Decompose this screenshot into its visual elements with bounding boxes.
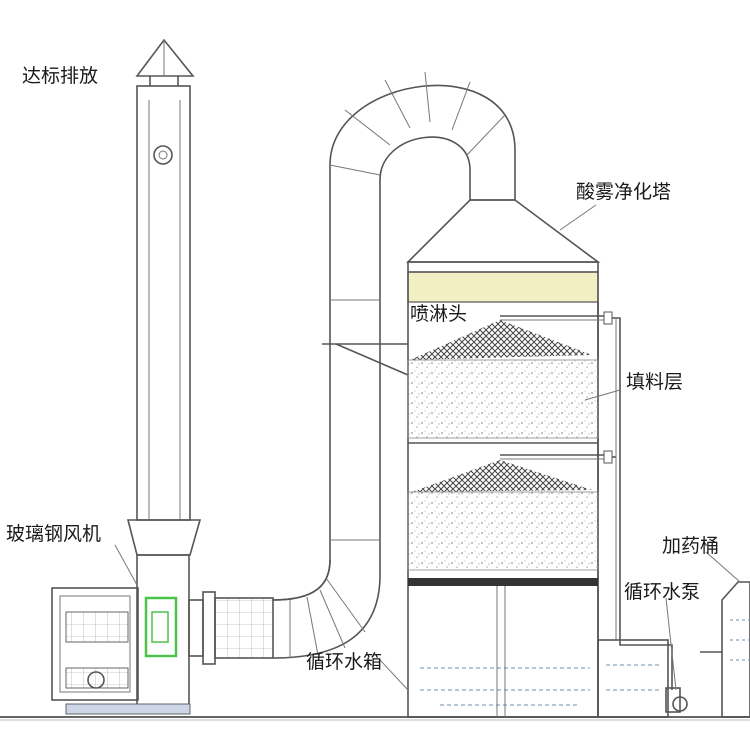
chimney-port-icon — [153, 145, 173, 165]
label-dosing: 加药桶 — [662, 535, 719, 557]
frp-fan — [51, 587, 191, 715]
label-tower: 酸雾净化塔 — [576, 181, 671, 203]
upper-spray-cone — [410, 320, 592, 360]
pump-icon — [672, 696, 688, 712]
upper-packing-layer — [407, 359, 599, 439]
circulation-pump — [665, 687, 688, 713]
fan-outlet-duct — [188, 591, 274, 665]
label-fan: 玻璃钢风机 — [6, 523, 101, 545]
spray-piping — [500, 311, 673, 690]
demister-band — [407, 271, 599, 303]
fan-motor-highlight — [144, 596, 178, 658]
connecting-duct — [272, 71, 516, 659]
leader-lines — [114, 204, 741, 691]
label-exhaust: 达标排放 — [22, 65, 98, 87]
circulation-tank-base — [597, 639, 669, 718]
label-tank: 循环水箱 — [306, 651, 382, 673]
label-spray: 喷淋头 — [410, 303, 467, 325]
dosing-barrel — [700, 581, 750, 718]
label-pump: 循环水泵 — [624, 581, 700, 603]
label-packing: 填料层 — [626, 371, 683, 393]
lower-spray-cone — [412, 460, 592, 492]
lower-packing-layer — [407, 491, 599, 571]
